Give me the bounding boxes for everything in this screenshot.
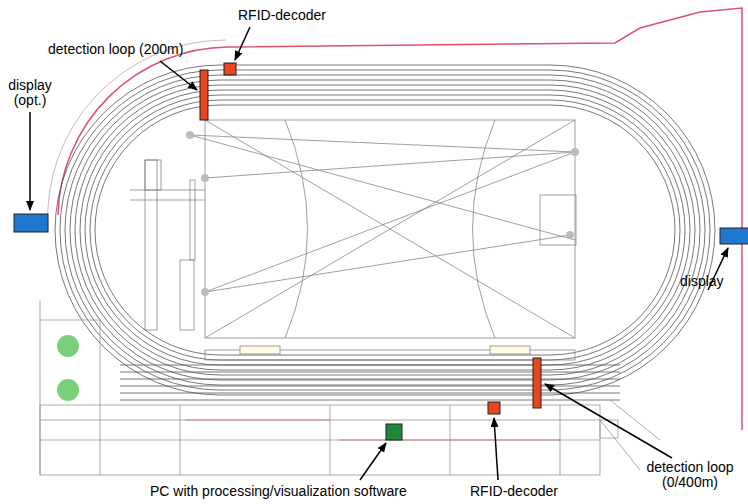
device-label: RFID-decoder (470, 484, 558, 499)
loop-label: detection loop (0/400m) (636, 460, 744, 490)
display-label: display (opt.) (4, 78, 56, 108)
pc-label: PC with processing/visualization softwar… (150, 484, 407, 499)
loop-label: detection loop (200m) (48, 42, 183, 57)
device-label: RFID-decoder (238, 8, 326, 23)
display-label: display (680, 274, 724, 289)
